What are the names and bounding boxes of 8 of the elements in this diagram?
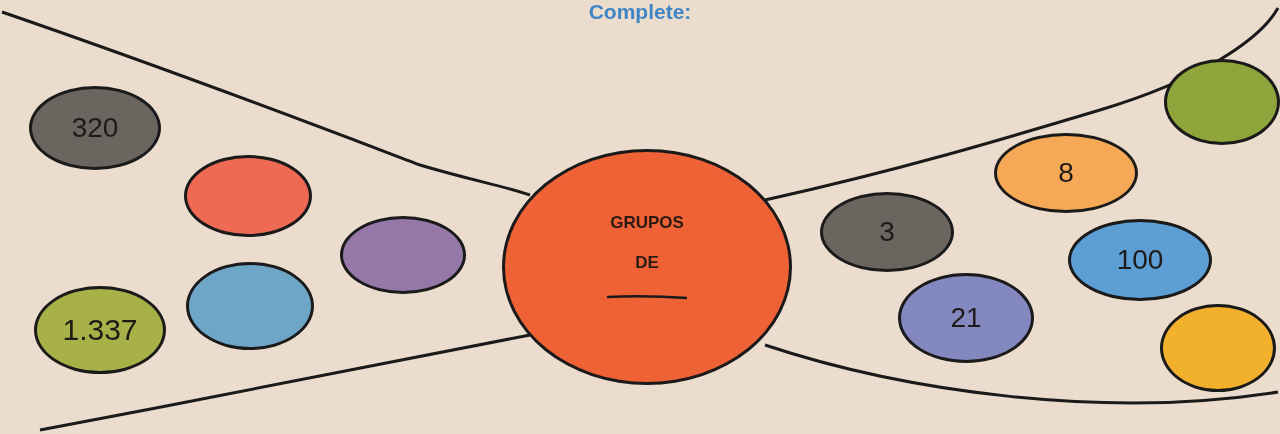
number-label: 100 <box>1116 246 1164 274</box>
circle-label: GRUPOS DE <box>609 212 685 274</box>
number-label: 320 <box>71 114 119 142</box>
number-label: 8 <box>1058 159 1074 187</box>
number-label: 1.337 <box>62 315 138 345</box>
number-label: 21 <box>950 304 982 332</box>
number-label: 3 <box>879 218 895 246</box>
title: Complete: <box>587 0 693 25</box>
